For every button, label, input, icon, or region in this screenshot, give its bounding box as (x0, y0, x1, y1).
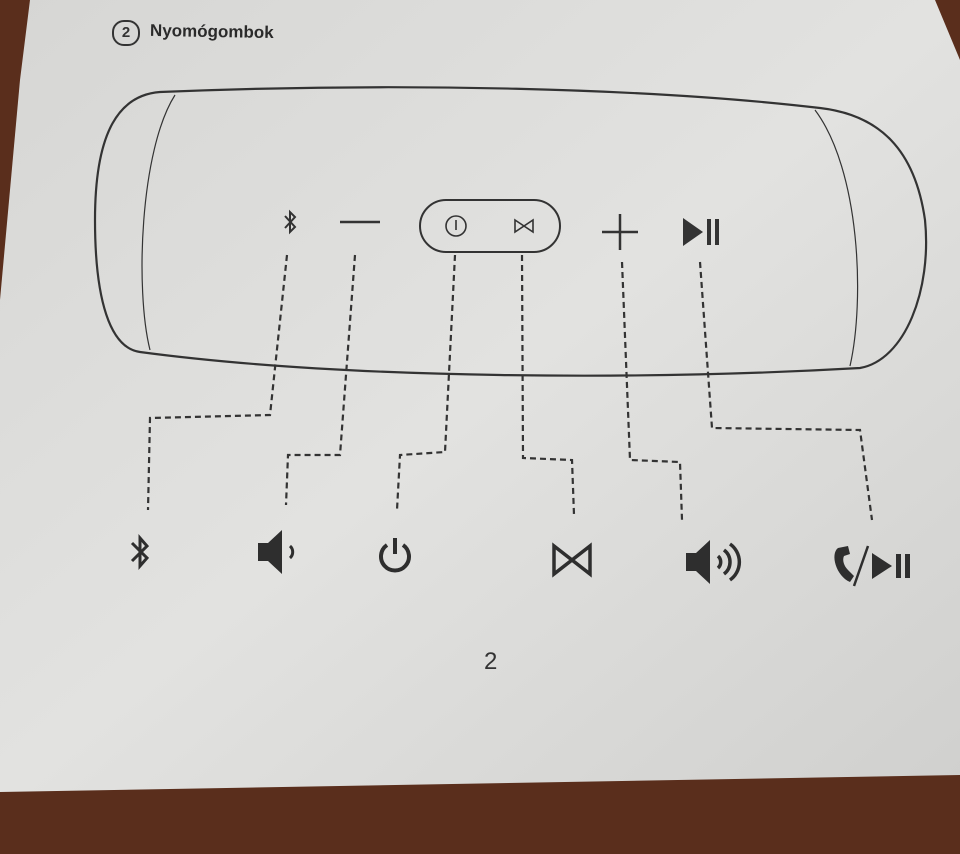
dashed-leader-lines (146, 254, 874, 521)
power-icon (445, 215, 467, 237)
play-pause-icon (683, 218, 719, 246)
bluetooth-icon (130, 534, 150, 570)
page-number: 2 (484, 648, 498, 675)
section-number-badge: 2 (112, 20, 140, 46)
legend-icons (130, 530, 910, 587)
section-title: Nyomógombok (149, 20, 274, 43)
phone-play-pause-icon (834, 545, 910, 587)
volume-up-icon (686, 540, 742, 584)
connect-icon (552, 542, 592, 578)
plus-icon (602, 214, 638, 250)
volume-down-icon (258, 530, 295, 574)
speaker-outline (93, 86, 928, 377)
power-icon (379, 538, 411, 573)
bluetooth-icon (284, 209, 297, 235)
power-connect-button-group (419, 199, 561, 253)
connect-icon (514, 218, 534, 234)
speaker-buttons (284, 199, 719, 253)
paper (0, 0, 960, 792)
